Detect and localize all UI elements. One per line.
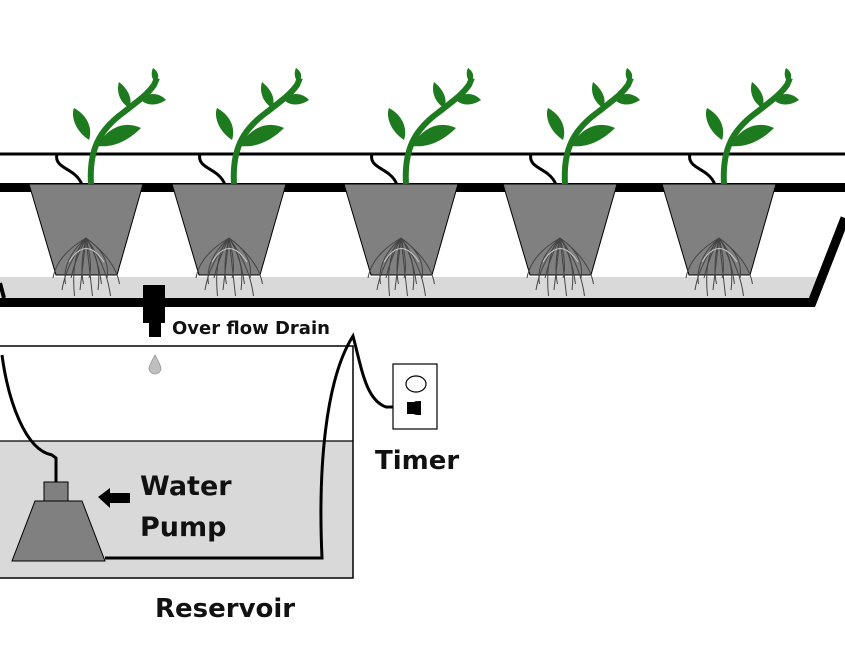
leaf-icon xyxy=(571,124,615,147)
drip-emitter-tube xyxy=(198,153,227,186)
outlet-socket-icon xyxy=(405,375,427,393)
plant-pot-4 xyxy=(502,68,640,297)
plant-pot-2 xyxy=(171,68,309,297)
leaf-icon xyxy=(141,94,166,105)
water-drop-icon xyxy=(148,354,162,375)
leaf-icon xyxy=(784,68,792,82)
plant xyxy=(546,68,640,185)
timer-outlet xyxy=(392,363,438,430)
leaf-icon xyxy=(592,82,605,108)
pump-label-line1: Water xyxy=(140,471,232,502)
leaf-icon xyxy=(546,108,565,140)
pump-label-line2: Pump xyxy=(140,512,226,543)
leaf-icon xyxy=(118,82,131,108)
plant xyxy=(387,68,481,185)
drain-pipe xyxy=(143,285,165,337)
net-pot xyxy=(343,183,459,276)
reservoir-label: Reservoir xyxy=(155,594,295,624)
plant-pot-1 xyxy=(28,68,166,297)
plant-pots xyxy=(28,68,799,297)
plant-pot-5 xyxy=(661,68,799,297)
channel-left-wall xyxy=(0,282,6,299)
pump-body xyxy=(11,500,106,562)
leaf-icon xyxy=(615,94,640,105)
pump-cap xyxy=(43,481,69,502)
leaf-icon xyxy=(97,124,141,147)
leaf-icon xyxy=(261,82,274,108)
drip-emitter-tube xyxy=(55,153,84,186)
leaf-icon xyxy=(433,82,446,108)
supply-hose xyxy=(0,354,58,483)
roots xyxy=(52,237,120,297)
leaf-icon xyxy=(294,68,302,82)
arrow-left-icon xyxy=(98,488,130,508)
leaf-icon xyxy=(705,108,724,140)
overflow-drain: Over flow Drain xyxy=(143,285,330,375)
leaf-icon xyxy=(751,82,764,108)
timer: Timer xyxy=(105,332,459,560)
drip-emitter-tube xyxy=(529,153,558,186)
power-cord xyxy=(105,332,408,560)
leaf-icon xyxy=(412,124,456,147)
plant xyxy=(72,68,166,185)
leaf-icon xyxy=(456,94,481,105)
leaf-icon xyxy=(72,108,91,140)
net-pot xyxy=(171,183,287,276)
water-pump: Water Pump xyxy=(0,354,232,562)
roots xyxy=(526,237,594,297)
channel-end-wall xyxy=(806,216,845,307)
roots xyxy=(367,237,435,297)
leaf-icon xyxy=(240,124,284,147)
timer-label: Timer xyxy=(375,446,459,476)
plant-pot-3 xyxy=(343,68,481,297)
net-pot xyxy=(28,183,144,276)
drip-emitter-tube xyxy=(370,153,399,186)
reservoir-tank xyxy=(0,345,354,579)
net-pot xyxy=(502,183,618,276)
drain-label: Over flow Drain xyxy=(172,318,330,339)
roots xyxy=(685,237,753,297)
leaf-icon xyxy=(387,108,406,140)
drip-emitter-tube xyxy=(688,153,717,186)
net-pot xyxy=(661,183,777,276)
plant xyxy=(705,68,799,185)
plug-icon xyxy=(407,401,421,415)
leaf-icon xyxy=(284,94,309,105)
leaf-icon xyxy=(151,68,159,82)
leaf-icon xyxy=(774,94,799,105)
roots xyxy=(195,237,263,297)
leaf-icon xyxy=(466,68,474,82)
channel-bottom-rail xyxy=(0,298,815,307)
plant xyxy=(215,68,309,185)
leaf-icon xyxy=(215,108,234,140)
leaf-icon xyxy=(625,68,633,82)
leaf-icon xyxy=(730,124,774,147)
channel-water xyxy=(0,277,822,298)
